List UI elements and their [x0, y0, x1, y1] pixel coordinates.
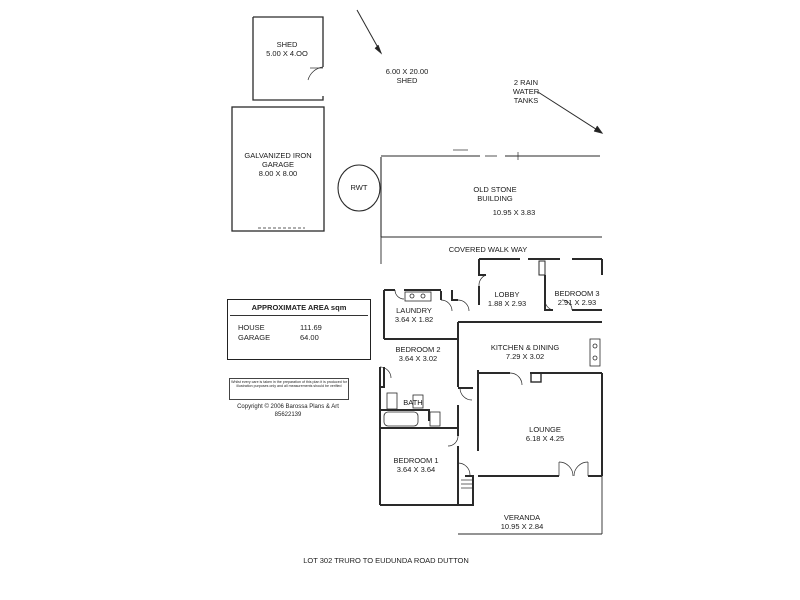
fixtures: [383, 291, 601, 427]
small-shed: [252, 16, 324, 101]
disclaimer-box: Whilst every care is taken in the prepar…: [229, 378, 349, 400]
area-row-house-value: 111.69: [300, 323, 322, 332]
area-row-garage-value: 64.00: [300, 333, 319, 342]
area-table: APPROXIMATE AREA sqm HOUSE 111.69 GARAGE…: [227, 299, 371, 360]
rwt-label: RWT: [350, 183, 368, 192]
old-stone-building: [380, 149, 602, 238]
copyright-line2: 85622139: [274, 412, 302, 418]
area-row-garage-label: GARAGE: [238, 333, 271, 342]
copyright-text: Copyright © 2006 Barossa Plans & Art 856…: [237, 403, 339, 419]
copyright-line1: Copyright © 2006 Barossa Plans & Art: [237, 404, 339, 410]
steps: [461, 479, 473, 489]
veranda-lines: [380, 237, 603, 535]
door-swings: [379, 274, 589, 477]
old-stone-size: 10.95 X 3.83: [492, 208, 536, 217]
area-table-divider: [230, 315, 368, 316]
garage-outline: [231, 106, 325, 232]
house-walls: [379, 258, 603, 506]
direction-arrows: [356, 9, 604, 134]
covered-walkway-label: COVERED WALK WAY: [448, 245, 528, 254]
rain-water-tank: [337, 164, 381, 212]
area-row-house-label: HOUSE: [238, 323, 265, 332]
area-table-title: APPROXIMATE AREA sqm: [251, 303, 347, 312]
bath-label: BATH: [403, 398, 423, 407]
lot-address: LOT 302 TRURO TO EUDUNDA ROAD DUTTON: [303, 556, 469, 565]
